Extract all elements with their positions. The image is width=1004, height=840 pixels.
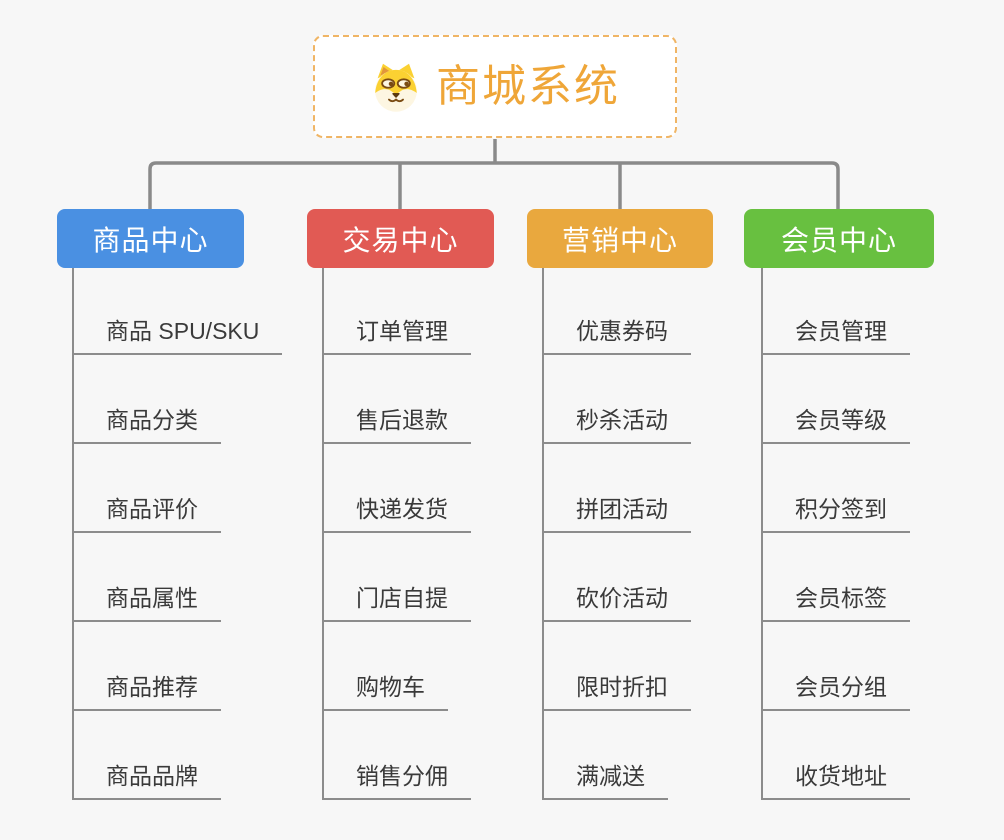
- child-topic[interactable]: 快递发货: [323, 494, 471, 533]
- branch-trunk-line: [761, 268, 763, 800]
- branch-label: 营销中心: [561, 224, 678, 256]
- child-topic[interactable]: 拼团活动: [543, 494, 691, 533]
- child-topic[interactable]: 商品属性: [73, 583, 221, 622]
- bus-line: [148, 161, 840, 209]
- root-title: 商城系统: [436, 61, 620, 111]
- child-topic[interactable]: 销售分佣: [323, 761, 471, 800]
- branch-label: 商品中心: [92, 224, 209, 256]
- child-topic[interactable]: 购物车: [323, 672, 448, 711]
- child-topic[interactable]: 订单管理: [323, 316, 471, 355]
- child-topic[interactable]: 会员等级: [762, 405, 910, 444]
- branch-node[interactable]: 会员中心: [744, 209, 934, 268]
- child-topic[interactable]: 商品推荐: [73, 672, 221, 711]
- child-topic[interactable]: 限时折扣: [543, 672, 691, 711]
- child-topic[interactable]: 会员分组: [762, 672, 910, 711]
- child-topic[interactable]: 满减送: [543, 761, 668, 800]
- child-topic[interactable]: 秒杀活动: [543, 405, 691, 444]
- branch-node[interactable]: 交易中心: [307, 209, 494, 268]
- branch-label: 会员中心: [780, 224, 897, 256]
- branch-trunk-line: [322, 268, 324, 800]
- child-topic[interactable]: 砍价活动: [543, 583, 691, 622]
- child-topic[interactable]: 商品品牌: [73, 761, 221, 800]
- child-topic[interactable]: 售后退款: [323, 405, 471, 444]
- child-topic[interactable]: 商品评价: [73, 494, 221, 533]
- shiba-dog-icon: [370, 61, 422, 113]
- child-topic[interactable]: 商品分类: [73, 405, 221, 444]
- branch-trunk-line: [72, 268, 74, 800]
- root-node[interactable]: 商城系统: [313, 35, 677, 138]
- child-topic[interactable]: 积分签到: [762, 494, 910, 533]
- child-topic[interactable]: 收货地址: [762, 761, 910, 800]
- child-topic[interactable]: 会员标签: [762, 583, 910, 622]
- branch-node[interactable]: 营销中心: [527, 209, 713, 268]
- child-topic[interactable]: 商品 SPU/SKU: [73, 316, 283, 355]
- child-topic[interactable]: 优惠券码: [543, 316, 691, 355]
- child-topic[interactable]: 门店自提: [323, 583, 471, 622]
- branch-node[interactable]: 商品中心: [57, 209, 244, 268]
- branch-trunk-line: [542, 268, 544, 800]
- child-topic[interactable]: 会员管理: [762, 316, 910, 355]
- branch-label: 交易中心: [342, 224, 459, 256]
